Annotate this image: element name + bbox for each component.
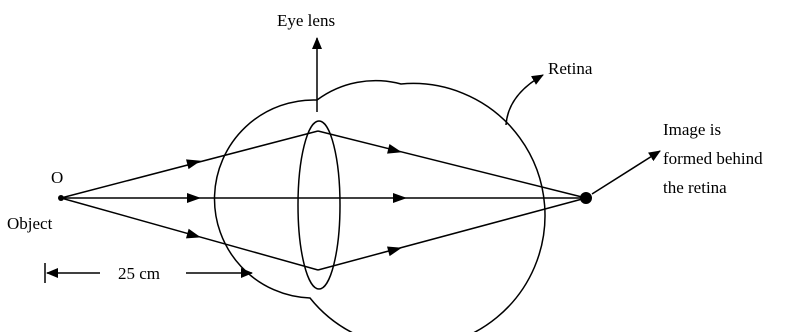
- distance-label: 25 cm: [118, 264, 160, 283]
- ray-lower-refracted: [318, 198, 586, 270]
- image-pointer: [592, 151, 660, 194]
- image-label-line2: formed behind: [663, 149, 763, 168]
- image-point: [580, 192, 592, 204]
- image-label-line1: Image is: [663, 120, 721, 139]
- image-label-line3: the retina: [663, 178, 727, 197]
- object-letter-label: O: [51, 168, 63, 187]
- object-label: Object: [7, 214, 53, 233]
- retina-pointer: [506, 75, 543, 125]
- ray-arrow-upper-2: [387, 144, 403, 157]
- ray-upper-refracted: [318, 131, 586, 198]
- eye-lens: [298, 121, 340, 289]
- retina-label: Retina: [548, 59, 593, 78]
- ray-arrow-lower-2: [387, 243, 403, 256]
- ray-arrow-lower-1: [186, 229, 202, 242]
- eye-lens-label: Eye lens: [277, 11, 335, 30]
- eyeball-outline: [214, 81, 545, 332]
- ray-arrow-middle-1: [187, 193, 201, 203]
- ray-arrow-middle-2: [393, 193, 407, 203]
